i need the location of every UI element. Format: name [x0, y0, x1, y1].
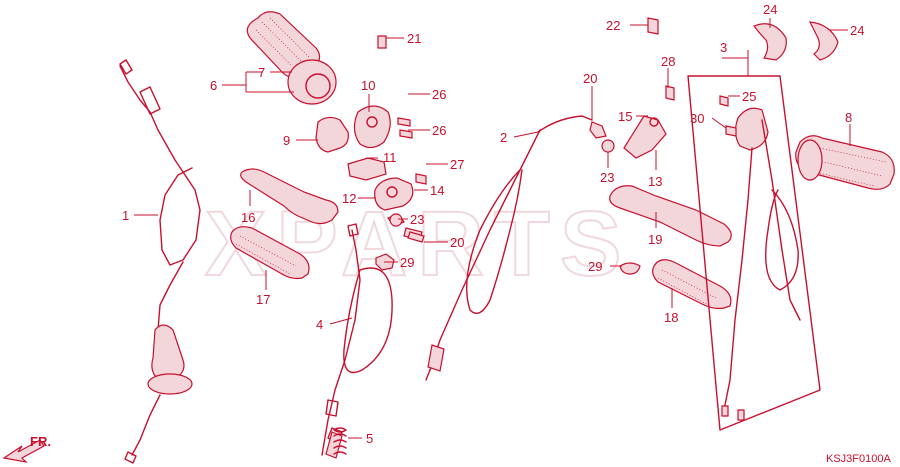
diagram-code: KSJ3F0100A [826, 453, 891, 465]
left-lever-guard [230, 226, 310, 280]
label-29-right: 29 [588, 259, 602, 274]
label-19: 19 [648, 232, 662, 247]
switch-housing [315, 105, 391, 181]
label-4: 4 [316, 317, 323, 332]
label-14: 14 [430, 183, 444, 198]
label-23-right: 23 [600, 170, 614, 185]
label-9: 9 [283, 133, 290, 148]
label-1: 1 [122, 208, 129, 223]
label-6: 6 [210, 78, 217, 93]
label-12: 12 [342, 191, 356, 206]
label-29-left: 29 [400, 255, 414, 270]
label-8: 8 [845, 110, 852, 125]
throttle-grip [795, 135, 895, 190]
brake-lever [609, 185, 732, 247]
leader-lines [134, 18, 851, 439]
label-3: 3 [720, 40, 727, 55]
label-16: 16 [241, 210, 255, 225]
fr-label: FR. [30, 434, 51, 449]
right-lever-guard [619, 259, 732, 310]
left-grip [246, 11, 337, 105]
left-hardware [375, 35, 427, 271]
label-23-left: 23 [410, 212, 424, 227]
front-arrow-icon: FR. [2, 434, 51, 463]
label-11: 11 [383, 150, 397, 165]
label-20-left: 20 [450, 235, 464, 250]
label-26-bottom: 26 [432, 123, 446, 138]
cable-clips [753, 21, 839, 61]
label-27: 27 [450, 157, 464, 172]
label-24-left: 24 [763, 2, 777, 17]
label-15: 15 [618, 109, 632, 124]
throttle-housing [687, 75, 821, 431]
label-25: 25 [742, 89, 756, 104]
throttle-cable [119, 59, 201, 464]
clutch-lever [240, 168, 339, 225]
label-20-right: 20 [583, 71, 597, 86]
label-21: 21 [407, 31, 421, 46]
label-17: 17 [256, 292, 270, 307]
label-26-top: 26 [432, 87, 446, 102]
label-30: 30 [690, 111, 704, 126]
label-24-right: 24 [850, 23, 864, 38]
label-7: 7 [258, 65, 265, 80]
brake-cable [425, 115, 593, 381]
label-22: 22 [606, 18, 620, 33]
label-2: 2 [500, 130, 507, 145]
label-28: 28 [661, 54, 675, 69]
right-hardware [589, 17, 675, 159]
label-10: 10 [361, 78, 375, 93]
clutch-cable [321, 223, 393, 459]
part-labels: 1 2 3 4 5 6 7 8 9 10 11 12 13 14 15 16 1… [122, 2, 864, 446]
label-18: 18 [664, 310, 678, 325]
label-5: 5 [366, 431, 373, 446]
label-13: 13 [648, 174, 662, 189]
